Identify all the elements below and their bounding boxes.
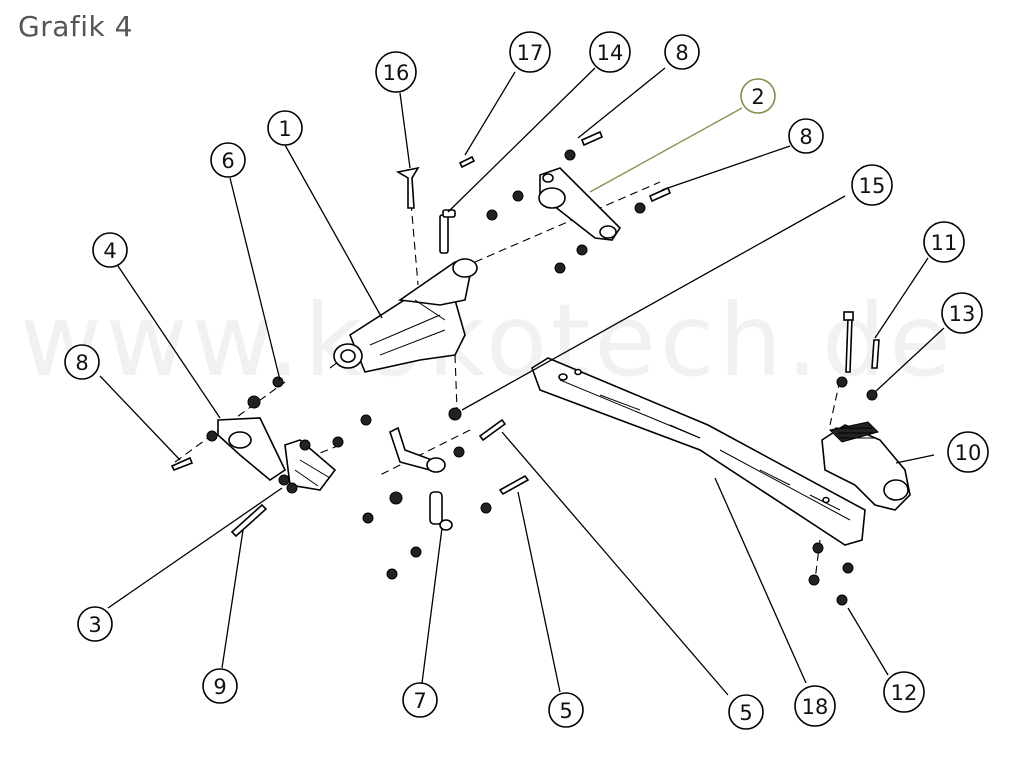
callout-5-left: 5 [548,692,584,728]
callout-16: 16 [375,51,417,93]
callout-5-right: 5 [728,694,764,730]
callout-2: 2 [740,78,776,114]
callout-9: 9 [202,668,238,704]
callout-label: 5 [739,701,752,725]
callout-label: 16 [383,61,410,85]
callout-label: 7 [413,689,426,713]
callout-10: 10 [947,431,989,473]
bolt-parts [170,130,880,538]
lower-bracket-part [217,417,337,491]
callout-1: 1 [267,110,303,146]
callout-15: 15 [851,164,893,206]
coupling-head-part [821,421,911,511]
callout-6: 6 [210,142,246,178]
link-arm-part [538,167,622,241]
callout-label: 10 [955,441,982,465]
callout-18: 18 [794,685,836,727]
callout-label: 1 [278,117,291,141]
callout-12: 12 [883,671,925,713]
callout-label: 12 [891,681,918,705]
callout-label: 8 [799,125,812,149]
callout-3: 3 [77,606,113,642]
callout-4: 4 [92,232,128,268]
callout-14: 14 [589,31,631,73]
crank-handle-part [389,426,453,531]
callout-8-top: 8 [664,34,700,70]
callout-label: 8 [675,41,688,65]
callout-label: 3 [88,613,101,637]
leader-lines [99,67,945,696]
callout-label: 5 [559,699,572,723]
nut-parts [206,149,878,606]
callout-label: 17 [517,41,544,65]
callout-label: 13 [949,302,976,326]
callout-label: 14 [597,41,624,65]
callout-13: 13 [941,292,983,334]
callout-label: 15 [859,174,886,198]
callout-label: 2 [751,85,764,109]
drawbar-tube-part [531,357,866,546]
pivot-bracket-part [333,258,478,373]
callout-label: 8 [75,351,88,375]
callout-label: 18 [802,695,829,719]
callout-7: 7 [402,682,438,718]
callout-11: 11 [923,221,965,263]
callout-label: 4 [103,239,116,263]
callout-8-left: 8 [64,344,100,380]
watermark: www.kokotech.de [20,282,955,399]
callout-label: 6 [221,149,234,173]
callout-label: 9 [213,675,226,699]
callout-label: 11 [931,231,958,255]
callout-17: 17 [509,31,551,73]
callout-8-right: 8 [788,118,824,154]
diagram-title: Grafik 4 [18,10,133,43]
